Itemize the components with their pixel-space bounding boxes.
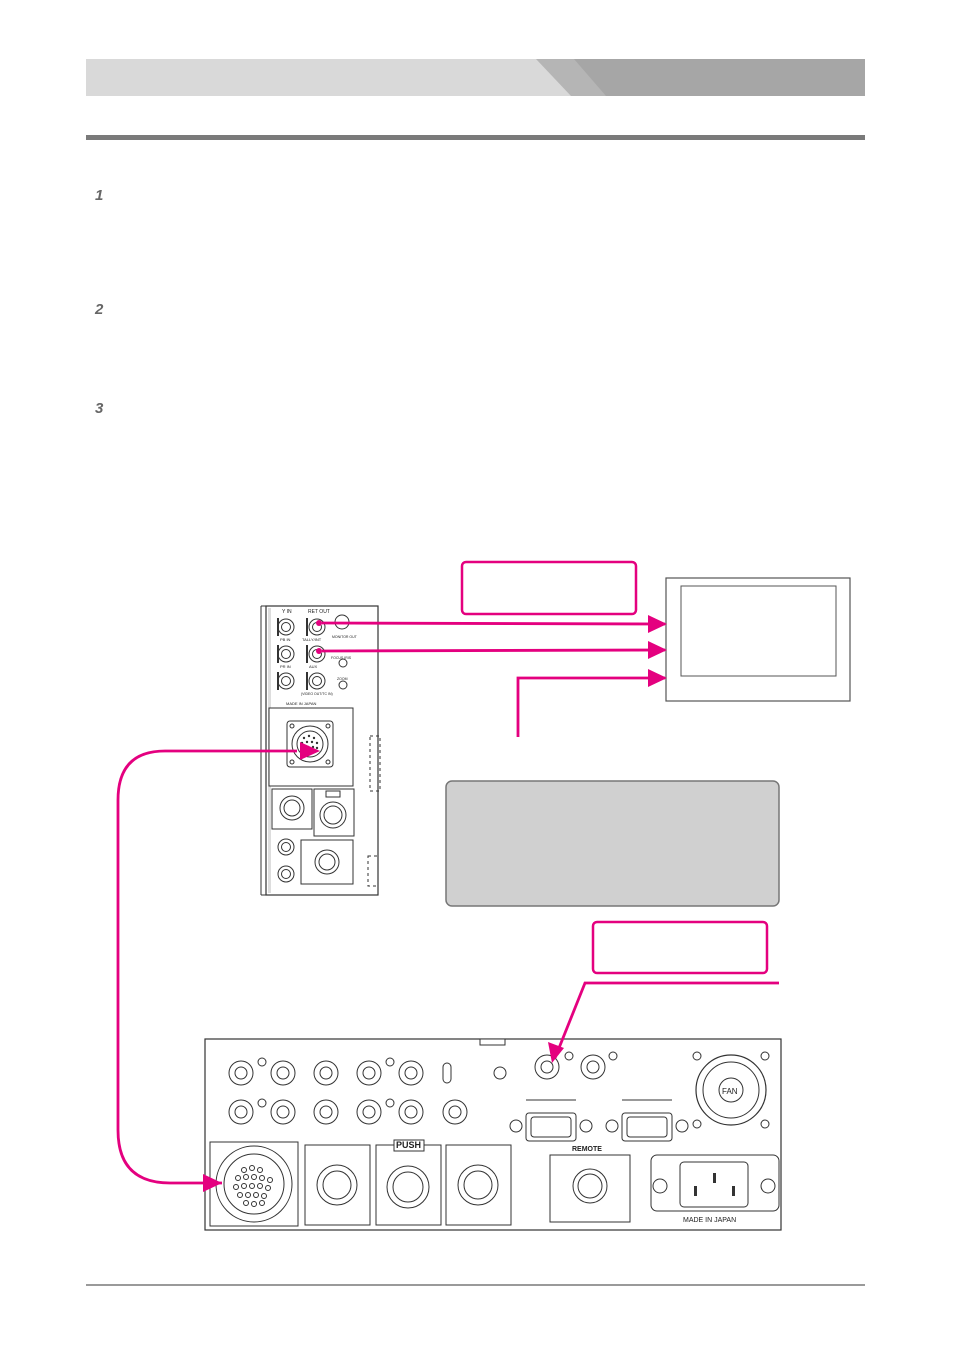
callout-box-ref [591,920,769,975]
ccu-made-in-japan: MADE IN JAPAN [683,1217,736,1224]
label-tally-int: TALLY/INT [302,637,322,642]
remote-label: REMOTE [572,1146,602,1153]
label-focus-iris: FOCUS IRIS [331,656,352,660]
cable-ret-out-to-monitor [321,621,666,626]
ccu-rear-panel: FAN PUSH REMOTE [204,1038,782,1231]
label-pr-in: PR IN [280,664,291,669]
fan-label: FAN [722,1087,738,1096]
callout-box-monitor [460,560,638,616]
label-monitor-out: MONITOR OUT [332,635,358,639]
section-rule [86,135,865,140]
cable-camera-to-ccu [116,749,297,1185]
label-video-out-in: (VIDEO OUT/TC IN) [301,692,333,696]
label-aux: AUX [309,664,318,669]
label-zoom: ZOOM [337,677,348,681]
label-ret-out: RET OUT [308,609,330,615]
step-number-3: 3 [95,400,104,417]
label-y-in: Y IN [282,609,292,615]
connection-lines [116,621,779,1185]
arrow-heads [203,615,667,1192]
cable-aux-to-monitor [321,648,666,653]
cable-ref-to-ccu [553,981,779,1059]
step-number-1: 1 [95,187,104,204]
cable-external-to-monitor [516,676,665,737]
label-made-in-japan-cam: MADE IN JAPAN [286,701,316,706]
header-band [86,59,865,96]
push-label: PUSH [396,1140,421,1150]
footer-rule [86,1284,865,1286]
label-pb-in: PB IN [280,637,291,642]
step-number-2: 2 [95,301,104,318]
note-box [445,780,780,907]
monitor-device [665,577,851,702]
